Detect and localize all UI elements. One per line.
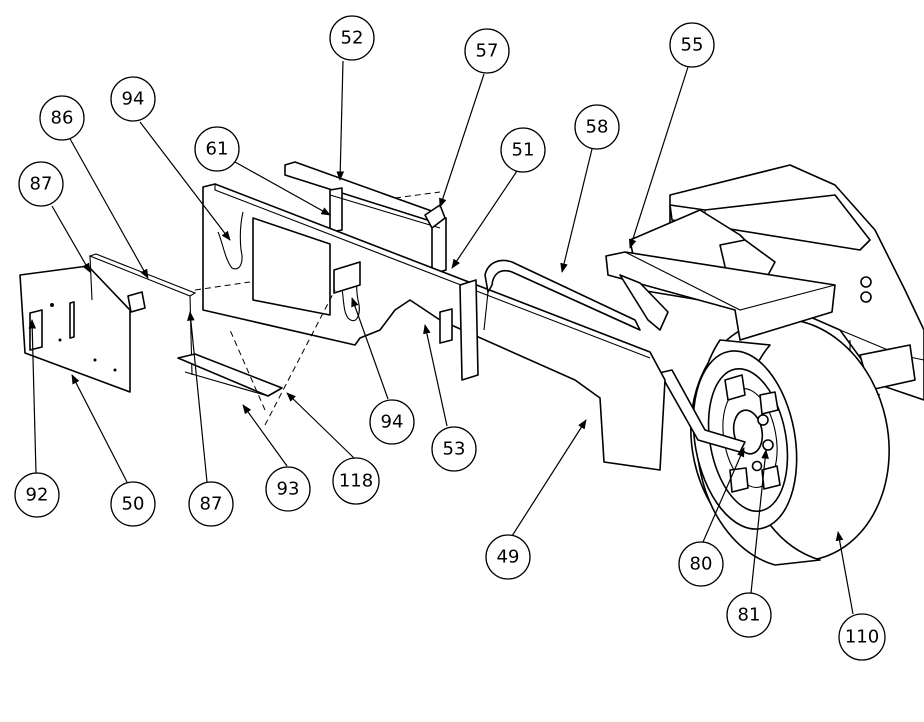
callout-label: 94 (381, 412, 404, 433)
callout-label: 81 (738, 605, 761, 626)
callout-label: 53 (443, 439, 466, 460)
callout-label: 93 (277, 479, 300, 500)
cable-assemblies-94 (217, 211, 361, 322)
callout-label: 94 (122, 89, 145, 110)
callout-label: 80 (690, 554, 713, 575)
callout-51: 51 (500, 127, 546, 173)
callout-55: 55 (669, 22, 715, 68)
back-panel-part-50 (19, 265, 131, 393)
callout-label: 92 (26, 485, 49, 506)
angle-bracket-part-93 (177, 353, 283, 397)
fender-part-55 (605, 251, 836, 341)
callout-86: 86 (39, 95, 85, 141)
callout-87-upper: 87 (18, 161, 64, 207)
callout-label: 61 (206, 139, 229, 160)
callout-50: 50 (110, 481, 156, 527)
callout-87-lower: 87 (188, 481, 234, 527)
callout-80: 80 (678, 541, 724, 587)
callout-label: 55 (681, 35, 704, 56)
side-panel-part-49 (202, 183, 666, 471)
callout-61: 61 (194, 126, 240, 172)
callout-label: 87 (200, 494, 223, 515)
callout-92: 92 (14, 472, 60, 518)
callout-49: 49 (485, 534, 531, 580)
callout-52: 52 (329, 15, 375, 61)
pipe-frame-part-58 (483, 259, 641, 331)
callout-leaders (28, 60, 854, 615)
callout-81: 81 (726, 592, 772, 638)
callout-110: 110 (838, 613, 886, 661)
callout-93: 93 (265, 466, 311, 512)
callout-94-upper: 94 (110, 76, 156, 122)
callout-bubbles: 52 57 55 94 86 61 58 51 87 94 53 92 50 8… (14, 15, 886, 661)
callout-94-lower: 94 (369, 399, 415, 445)
callout-label: 49 (497, 547, 520, 568)
callout-label: 50 (122, 494, 145, 515)
callout-label: 118 (339, 471, 373, 492)
callout-58: 58 (574, 104, 620, 150)
callout-label: 52 (341, 28, 364, 49)
callout-label: 110 (845, 627, 879, 648)
callout-53: 53 (431, 426, 477, 472)
callout-57: 57 (464, 28, 510, 74)
callout-label: 51 (512, 140, 535, 161)
axle-bar (649, 369, 746, 453)
callout-118: 118 (332, 457, 380, 505)
callout-label: 58 (586, 117, 609, 138)
support-frame-52 (284, 161, 447, 275)
wheel-assembly (690, 318, 890, 566)
callout-label: 86 (51, 108, 74, 129)
callout-label: 57 (476, 41, 499, 62)
callout-label: 87 (30, 174, 53, 195)
